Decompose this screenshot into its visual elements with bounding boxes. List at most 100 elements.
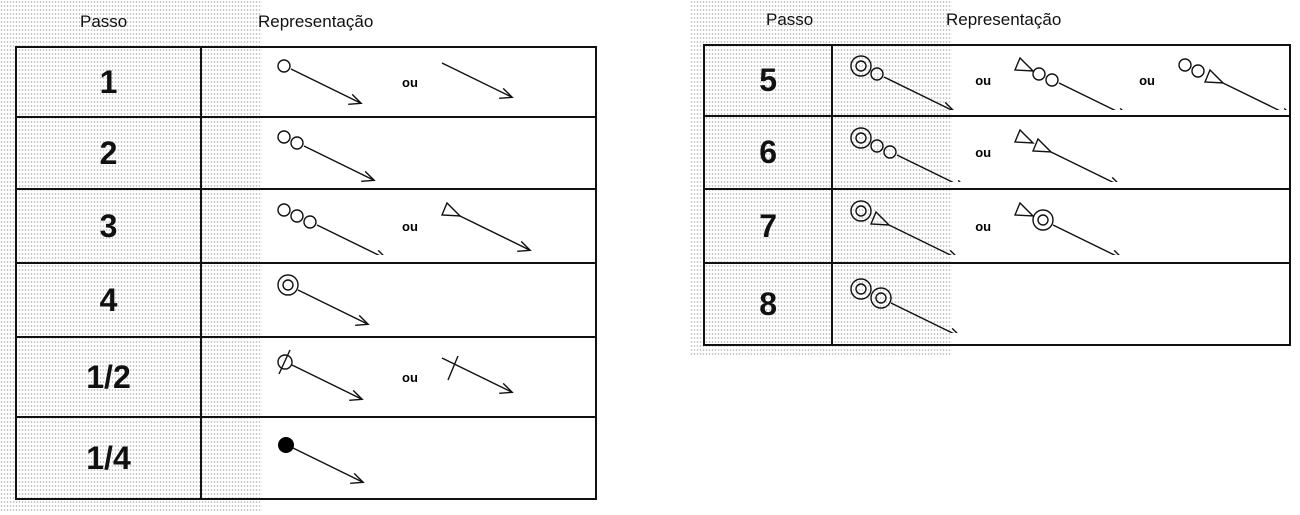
arrow-shaft bbox=[1058, 81, 1116, 110]
inner-circle-icon bbox=[855, 131, 867, 144]
notation-symbol-icon bbox=[841, 52, 961, 110]
or-separator: ou bbox=[1139, 73, 1155, 88]
notation-symbol-icon bbox=[841, 275, 961, 333]
arrow-head-icon bbox=[499, 382, 514, 395]
arrow-head-icon bbox=[349, 389, 364, 402]
notation-symbol-icon bbox=[1169, 52, 1289, 110]
notation-symbol-icon bbox=[1005, 197, 1125, 255]
or-separator: ou bbox=[975, 145, 992, 160]
arrow-head-icon bbox=[944, 101, 955, 110]
notation-symbol-icon bbox=[432, 53, 552, 111]
arrow-head-icon bbox=[951, 327, 959, 333]
step-label: 1 bbox=[15, 46, 202, 118]
notation-symbol-icon bbox=[268, 429, 388, 487]
representation-variants bbox=[202, 429, 595, 487]
arrow-shaft bbox=[290, 68, 362, 104]
representation-cell bbox=[200, 116, 597, 190]
or-separator: ou bbox=[975, 218, 992, 234]
representation-variants: ou bbox=[202, 348, 595, 406]
representation-cell: ou bbox=[831, 115, 1291, 190]
small-circle-icon bbox=[277, 130, 291, 144]
slashed-circle-icon bbox=[277, 354, 293, 370]
step-label: 8 bbox=[702, 262, 834, 346]
notation-symbol-icon bbox=[432, 348, 552, 406]
arrow-shaft bbox=[890, 302, 955, 333]
arrow-shaft bbox=[292, 447, 364, 483]
arrow-shaft bbox=[441, 357, 513, 393]
inner-circle-icon bbox=[855, 205, 867, 217]
representation-cell: ou bbox=[831, 188, 1291, 264]
notation-symbol-icon bbox=[268, 197, 388, 255]
representation-variants: ou ou bbox=[833, 52, 1289, 110]
double-circle-icon bbox=[850, 200, 872, 222]
header-step-right: Passo bbox=[766, 10, 814, 29]
inner-circle-icon bbox=[282, 279, 294, 291]
arrow-head-icon bbox=[1111, 176, 1118, 182]
header-representation-left: Representação bbox=[258, 12, 374, 31]
header-representation-right: Representação bbox=[946, 10, 1062, 29]
notation-symbol-icon bbox=[268, 271, 388, 329]
arrow-shaft bbox=[883, 75, 954, 110]
representation-variants: ou bbox=[833, 124, 1289, 182]
representation-cell: ou bbox=[200, 46, 597, 118]
representation-variants: ou bbox=[202, 53, 595, 111]
small-circle-icon bbox=[883, 144, 897, 159]
notation-symbol-icon bbox=[432, 197, 552, 255]
arrow-head-icon bbox=[348, 93, 363, 106]
table-row: 8 bbox=[702, 262, 1291, 346]
double-circle-icon bbox=[850, 54, 872, 77]
arrow-head-icon bbox=[517, 240, 532, 253]
or-separator: ou bbox=[402, 74, 418, 90]
notation-symbol-icon bbox=[841, 124, 962, 182]
representation-cell: ou ou bbox=[831, 44, 1291, 117]
arrow-shaft bbox=[291, 364, 363, 400]
arrow-head-icon bbox=[377, 249, 384, 255]
cross-line-icon bbox=[447, 355, 459, 381]
arrow-head-icon bbox=[499, 87, 514, 100]
triangle-icon bbox=[1014, 56, 1035, 72]
arrow-shaft bbox=[303, 145, 375, 181]
arrow-head-icon bbox=[1283, 107, 1287, 110]
step-label: 3 bbox=[15, 188, 202, 264]
representation-variants bbox=[202, 271, 595, 329]
step-label: 5 bbox=[702, 44, 834, 117]
representation-cell: ou bbox=[200, 188, 597, 264]
step-label: 1/2 bbox=[15, 336, 202, 418]
or-separator: ou bbox=[975, 73, 992, 88]
arrow-shaft bbox=[896, 153, 955, 182]
representation-cell: ou bbox=[200, 336, 597, 418]
representation-cell bbox=[200, 262, 597, 338]
small-circle-icon bbox=[277, 203, 291, 217]
notation-symbol-icon bbox=[1005, 124, 1125, 182]
notation-symbol-icon bbox=[268, 124, 388, 182]
notation-symbol-icon bbox=[841, 197, 961, 255]
arrow-shaft bbox=[459, 215, 531, 251]
small-circle-icon bbox=[1191, 63, 1205, 78]
table-row: 1/4 bbox=[15, 416, 597, 500]
filled-circle-icon bbox=[278, 437, 294, 453]
arrow-shaft bbox=[1050, 150, 1115, 182]
arrow-head-icon bbox=[355, 314, 370, 327]
arrow-head-icon bbox=[350, 472, 365, 485]
notation-symbol-icon bbox=[268, 53, 388, 111]
representation-cell bbox=[831, 262, 1291, 346]
small-circle-icon bbox=[1178, 57, 1192, 72]
double-circle-icon bbox=[850, 126, 872, 149]
triangle-icon bbox=[1203, 68, 1225, 84]
arrow-head-icon bbox=[1119, 107, 1123, 110]
double-circle-icon bbox=[870, 287, 892, 309]
arrow-shaft bbox=[441, 62, 513, 98]
triangle-icon bbox=[870, 210, 892, 226]
triangle-icon bbox=[1014, 128, 1035, 144]
arrow-shaft bbox=[888, 224, 953, 255]
small-circle-icon bbox=[1045, 72, 1059, 87]
arrow-head-icon bbox=[949, 249, 957, 255]
small-circle-icon bbox=[277, 59, 291, 73]
table-row: 2 bbox=[15, 116, 597, 190]
triangle-icon bbox=[1014, 201, 1035, 217]
small-circle-icon bbox=[1032, 66, 1046, 81]
